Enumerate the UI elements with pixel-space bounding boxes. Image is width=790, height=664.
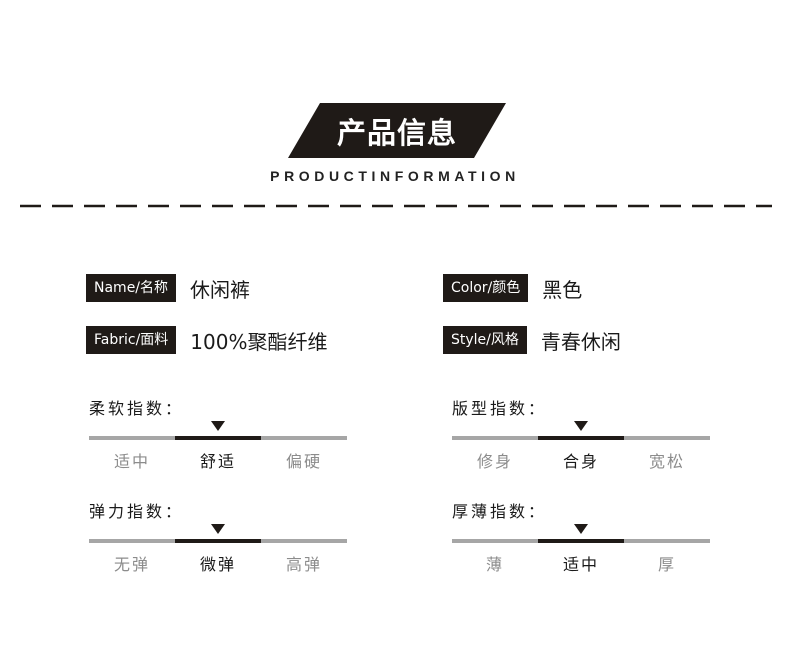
scale-fit: 版型指数： 修身 合身 宽松 <box>452 395 710 505</box>
scale-stretch-bar <box>89 539 347 543</box>
scale-segment <box>89 539 175 543</box>
scale-segment <box>538 436 624 440</box>
attr-fabric-value: 100%聚酯纤维 <box>190 329 328 354</box>
scale-segment <box>175 436 261 440</box>
scale-stretch: 弹力指数： 无弹 微弹 高弹 <box>89 498 347 608</box>
scale-softness-options: 适中 舒适 偏硬 <box>89 448 347 472</box>
scale-segment <box>538 539 624 543</box>
scale-option: 合身 <box>562 452 599 471</box>
scale-thickness-title: 厚薄指数： <box>452 502 548 521</box>
scale-segment <box>89 436 175 440</box>
scale-segment <box>261 539 347 543</box>
scale-stretch-title: 弹力指数： <box>89 502 185 521</box>
attr-name-value: 休闲裤 <box>190 277 251 302</box>
scale-option: 舒适 <box>199 452 236 471</box>
scale-fit-options: 修身 合身 宽松 <box>452 448 710 472</box>
scale-option: 薄 <box>485 555 504 574</box>
scale-option: 适中 <box>562 555 599 574</box>
scale-option: 无弹 <box>113 555 150 574</box>
title-banner-shape <box>288 103 506 158</box>
attr-style-label: Style/风格 <box>443 326 527 354</box>
scale-segment <box>452 436 538 440</box>
page-subtitle: PRODUCTINFORMATION <box>270 168 520 184</box>
scale-segment <box>624 539 710 543</box>
scale-segment <box>261 436 347 440</box>
scale-option: 高弹 <box>285 555 322 574</box>
scale-segment <box>175 539 261 543</box>
attr-color-label: Color/颜色 <box>443 274 529 302</box>
attr-name: Name/名称 休闲裤 <box>86 274 250 302</box>
scale-thickness: 厚薄指数： 薄 适中 厚 <box>452 498 710 608</box>
scale-stretch-options: 无弹 微弹 高弹 <box>89 551 347 575</box>
scale-fit-bar <box>452 436 710 440</box>
scale-segment <box>452 539 538 543</box>
attr-fabric-label: Fabric/面料 <box>86 326 177 354</box>
scale-option: 微弹 <box>199 555 236 574</box>
scale-softness: 柔软指数： 适中 舒适 偏硬 <box>89 395 347 505</box>
scale-softness-title: 柔软指数： <box>89 399 185 418</box>
attr-name-label: Name/名称 <box>86 274 177 302</box>
scale-option: 偏硬 <box>285 452 322 471</box>
scale-thickness-bar <box>452 539 710 543</box>
scale-thickness-options: 薄 适中 厚 <box>452 551 710 575</box>
dashed-divider <box>20 204 772 208</box>
scale-option: 厚 <box>657 555 676 574</box>
attr-style-value: 青春休闲 <box>540 329 621 354</box>
page-title: 产品信息 <box>336 115 457 150</box>
scale-segment <box>624 436 710 440</box>
scale-option: 宽松 <box>648 452 685 471</box>
title-banner: 产品信息 <box>288 103 506 158</box>
scale-option: 适中 <box>113 452 150 471</box>
attr-color-value: 黑色 <box>542 277 583 302</box>
scale-option: 修身 <box>476 452 513 471</box>
scale-stretch-marker-icon <box>211 524 225 534</box>
scale-fit-marker-icon <box>574 421 588 431</box>
scale-softness-bar <box>89 436 347 440</box>
scale-fit-title: 版型指数： <box>452 399 548 418</box>
scale-softness-marker-icon <box>211 421 225 431</box>
attr-fabric: Fabric/面料 100%聚酯纤维 <box>86 326 327 354</box>
attr-style: Style/风格 青春休闲 <box>443 326 621 354</box>
attr-color: Color/颜色 黑色 <box>443 274 582 302</box>
scale-thickness-marker-icon <box>574 524 588 534</box>
